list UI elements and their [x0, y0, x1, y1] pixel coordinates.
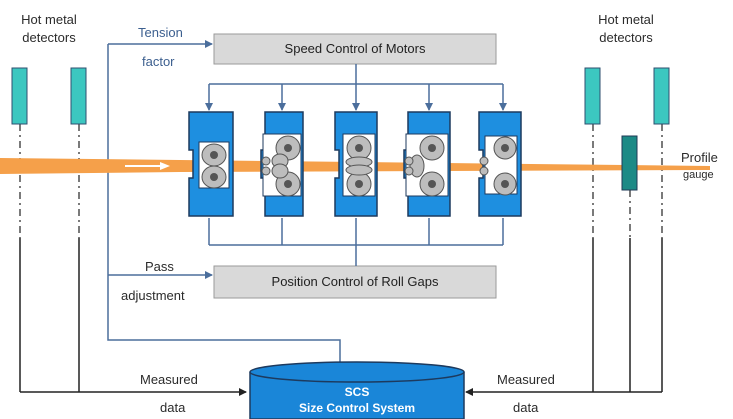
hot-metal-detectors-right-label-2: detectors — [599, 30, 653, 45]
hot-metal-detector-right-1 — [584, 67, 601, 125]
hot-metal-detectors-left-label-1: Hot metal — [21, 12, 77, 27]
pass-label: Pass — [145, 259, 174, 274]
detector-dropdown-lines — [19, 124, 663, 238]
scs-name-label: Size Control System — [298, 401, 416, 415]
profile-gauge-label-1: Profile — [681, 150, 718, 165]
factor-label: factor — [142, 54, 175, 69]
hot-metal-detectors-right-label-1: Hot metal — [598, 12, 654, 27]
speed-distribution-lines — [205, 64, 507, 111]
hot-metal-detector-left-2 — [70, 67, 87, 125]
position-control-box — [213, 265, 497, 299]
measured-data-right-label-2: data — [513, 400, 539, 415]
position-distribution-lines — [208, 218, 504, 266]
hot-metal-detector-right-2 — [653, 67, 670, 125]
rolling-stand-3 — [334, 111, 378, 217]
measured-data-left-label-1: Measured — [140, 372, 198, 387]
profile-gauge — [621, 135, 638, 191]
hot-metal-detectors-left-label-2: detectors — [22, 30, 76, 45]
scs-abbr-label: SCS — [344, 385, 370, 399]
speed-control-label: Speed Control of Motors — [284, 41, 426, 56]
feedback-lines — [107, 40, 341, 372]
position-control-label: Position Control of Roll Gaps — [271, 274, 439, 289]
measured-data-lines — [19, 238, 663, 396]
hot-metal-detector-left-1 — [11, 67, 28, 125]
measured-data-right-label-1: Measured — [497, 372, 555, 387]
rolling-stand-5 — [478, 111, 522, 217]
rolling-stand-1 — [188, 111, 234, 217]
profile-gauge-label-2: gauge — [683, 169, 714, 181]
adjustment-label: adjustment — [121, 288, 185, 303]
scs-database — [249, 361, 465, 419]
speed-control-box — [213, 33, 497, 65]
tension-label: Tension — [138, 25, 183, 40]
measured-data-left-label-2: data — [160, 400, 186, 415]
rolling-stand-2 — [260, 111, 304, 217]
rolling-stand-4 — [403, 111, 451, 217]
strip-direction-arrowhead — [160, 162, 170, 170]
